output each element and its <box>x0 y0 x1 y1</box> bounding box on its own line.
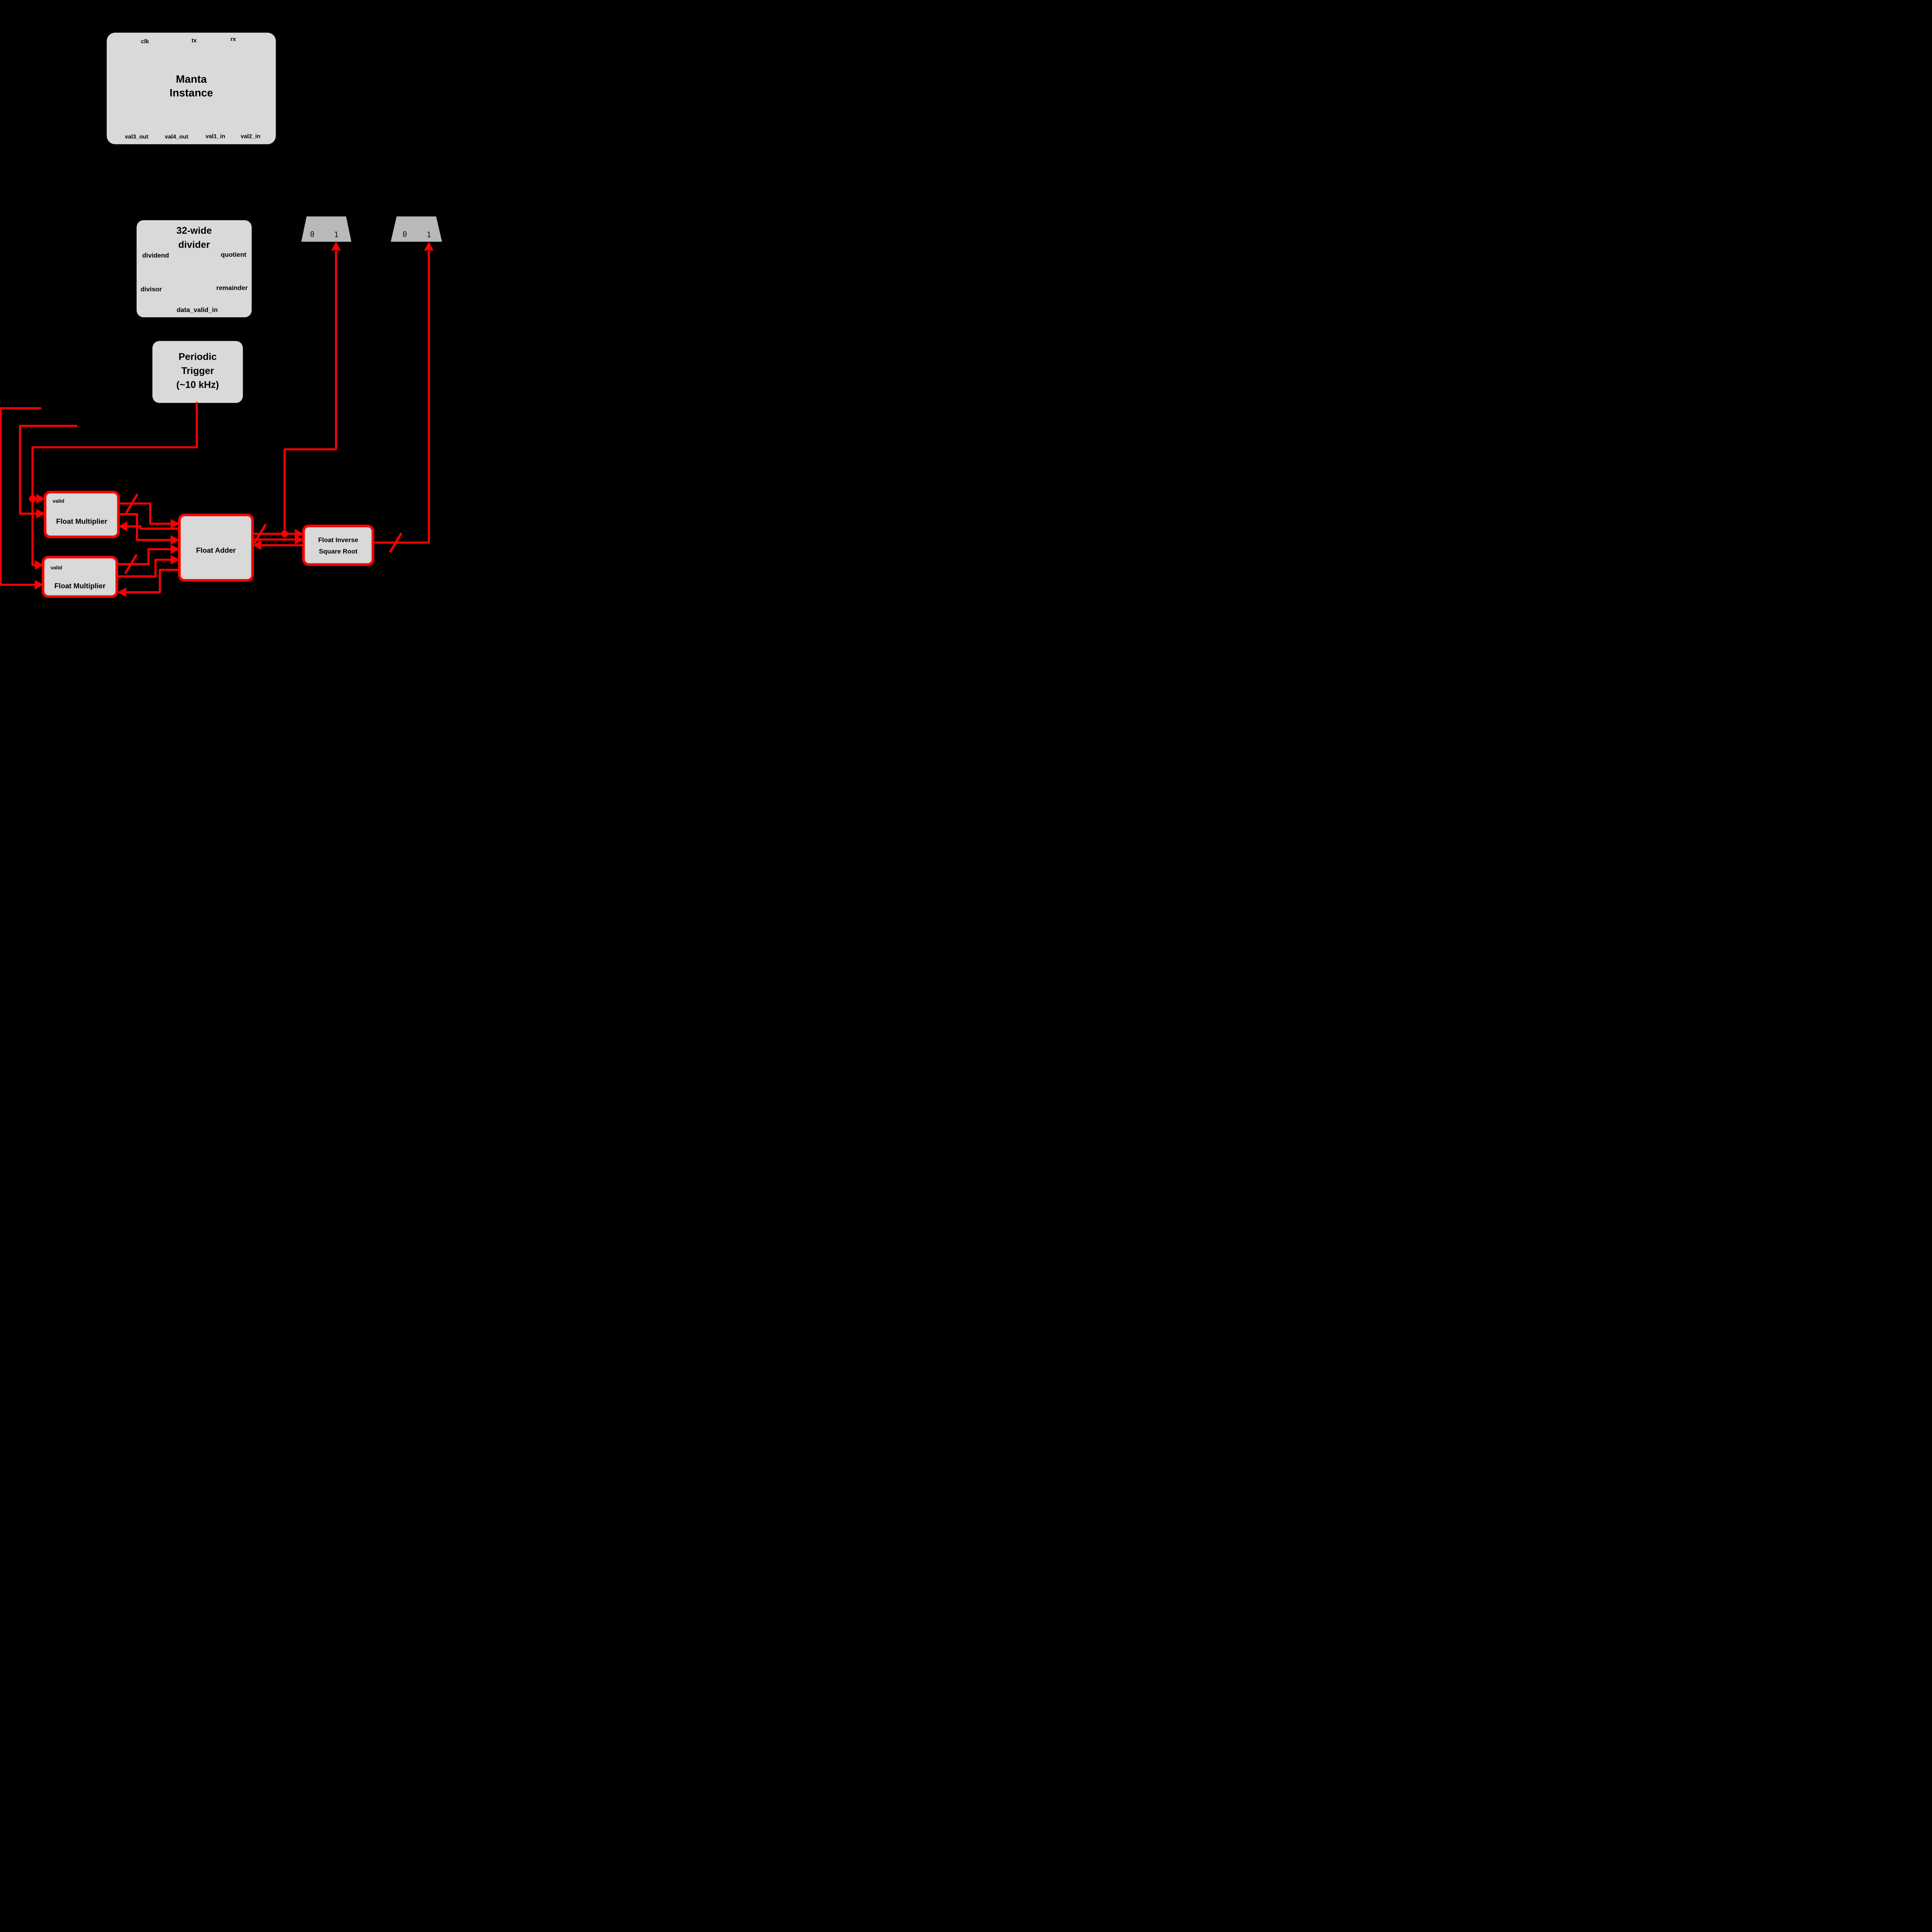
divider-title-line2: divider <box>178 240 210 250</box>
divider-port-divisor: divisor <box>141 286 162 293</box>
mux-right-input0-label: 0 <box>403 230 407 239</box>
float-multiplier-bottom-body <box>41 556 118 598</box>
manta-title-line1: Manta <box>176 73 207 85</box>
manta-port-val4-out: val4_out <box>165 133 189 140</box>
float-adder-body <box>178 514 254 582</box>
trigger-title-line3: (~10 kHz) <box>176 379 219 390</box>
mux-right-input1-label: 1 <box>427 230 431 239</box>
wire-adder-to-bottom-multiplier-feedback <box>126 568 180 594</box>
wire-top-multiplier-out-to-adder <box>117 502 172 525</box>
arrowhead-inv-sqrt-input-2 <box>294 534 304 544</box>
fisr-title-line1: Float Inverse <box>318 536 358 544</box>
junction-dot-adder-out <box>281 530 288 537</box>
wire-bottom-multiplier-out-to-adder <box>116 548 172 565</box>
mux-left-input1-label: 1 <box>334 230 338 239</box>
junction-dot-valid <box>29 495 36 502</box>
float-multiplier-top-valid-label: valid <box>53 498 64 504</box>
wire-adder-out-to-left-mux <box>283 251 337 535</box>
mux-left: 0 1 <box>301 216 352 242</box>
periodic-trigger-body <box>152 341 243 403</box>
arrowhead-into-top-multiplier-data <box>36 509 45 519</box>
float-multiplier-top-block: valid Float Multiplier <box>44 491 120 538</box>
divider-port-quotient: quotient <box>221 251 247 258</box>
mux-right: 0 1 <box>391 216 442 242</box>
divider-title-line1: 32-wide <box>177 225 212 236</box>
wire-inv-sqrt-out-to-right-mux <box>372 251 430 544</box>
arrowhead-adder-input-2 <box>170 535 180 545</box>
manta-port-rx: rx <box>230 36 236 43</box>
divider-port-dividend: dividend <box>142 252 169 259</box>
fisr-title-line2: Square Root <box>319 548 357 555</box>
divider-port-remainder: remainder <box>216 284 248 292</box>
divider-body <box>136 220 252 318</box>
arrowhead-into-bottom-multiplier-valid <box>35 560 44 570</box>
manta-instance-block: clk tx rx Manta Instance val3_out val4_o… <box>107 32 276 145</box>
wire-left-to-top-multiplier <box>19 425 78 515</box>
arrowhead-into-bottom-multiplier-data <box>35 580 44 590</box>
arrowhead-into-right-mux <box>424 242 434 251</box>
wire-trigger-to-valids <box>31 402 198 566</box>
arrowhead-adder-input-1 <box>170 519 180 529</box>
float-inverse-square-root-block: Float Inverse Square Root <box>302 524 374 566</box>
arrowhead-into-left-mux <box>331 242 341 251</box>
float-multiplier-top-title: Float Multiplier <box>56 517 107 525</box>
manta-port-val1-in: val1_in <box>206 133 225 139</box>
manta-port-clk: clk <box>141 38 150 45</box>
wire-adder-to-top-multiplier-feedback <box>126 525 180 530</box>
mux-left-input0-label: 0 <box>310 230 315 239</box>
manta-port-val3-out: val3_out <box>125 133 148 140</box>
arrowhead-into-top-multiplier-valid <box>36 494 45 504</box>
float-adder-block: Float Adder <box>178 514 254 582</box>
manta-port-tx: tx <box>192 37 197 44</box>
periodic-trigger-block: Periodic Trigger (~10 kHz) <box>152 341 243 403</box>
manta-title-line2: Instance <box>170 87 213 99</box>
mux-left-body <box>301 216 352 242</box>
arrowhead-adder-input-3 <box>170 544 180 554</box>
arrowhead-into-bottom-multiplier-feedback <box>117 587 126 597</box>
divider-port-data-valid-in: data_valid_in <box>177 306 218 313</box>
float-adder-title: Float Adder <box>196 546 236 554</box>
mux-right-body <box>391 216 442 242</box>
arrowhead-into-adder-feedback <box>252 540 262 550</box>
trigger-title-line1: Periodic <box>179 351 217 362</box>
bus-slash-top-multiplier <box>125 493 138 514</box>
float-multiplier-bottom-valid-label: valid <box>51 565 62 571</box>
wire-bottom-multiplier-out2-to-adder <box>116 558 172 578</box>
float-inverse-square-root-body <box>302 524 374 566</box>
trigger-title-line2: Trigger <box>181 366 214 376</box>
bus-slash-inv-sqrt-out <box>389 532 402 553</box>
arrowhead-into-top-multiplier-feedback <box>118 521 128 531</box>
manta-instance-body <box>107 32 276 145</box>
float-multiplier-bottom-title: Float Multiplier <box>54 582 105 590</box>
divider-block: 32-wide divider dividend quotient diviso… <box>136 220 252 318</box>
arrowhead-adder-input-4 <box>170 555 180 565</box>
wires <box>0 242 434 597</box>
manta-port-val2-in: val2_in <box>241 133 260 139</box>
bus-slash-bottom-multiplier <box>124 554 138 574</box>
block-diagram-canvas: clk tx rx Manta Instance val3_out val4_o… <box>0 0 443 598</box>
float-multiplier-bottom-block: valid Float Multiplier <box>41 556 118 598</box>
wire-left-to-bottom-multiplier <box>0 407 42 586</box>
